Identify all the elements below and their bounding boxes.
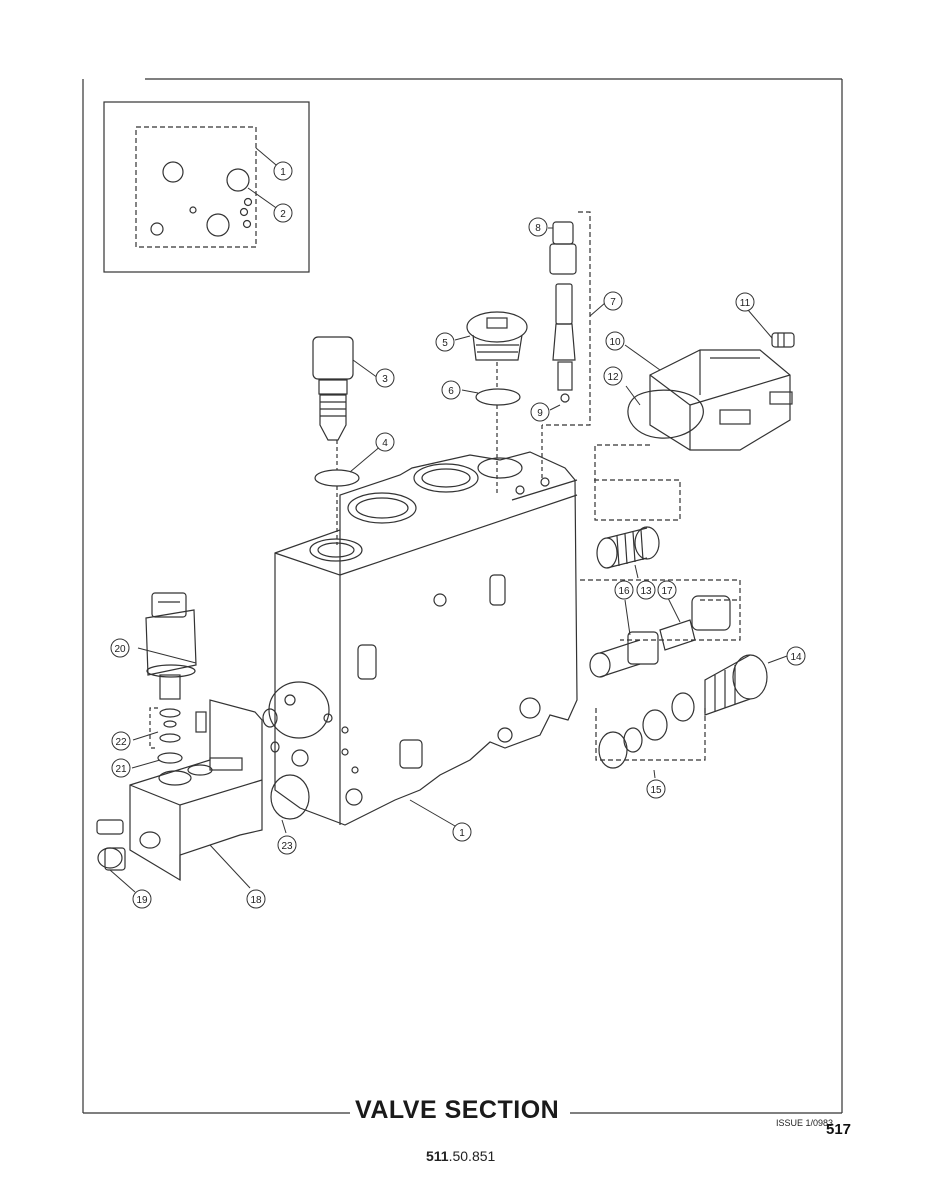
callout-9: 9	[530, 402, 550, 422]
document-code-bold: 511	[426, 1148, 449, 1164]
callout-18: 18	[246, 889, 266, 909]
callout-11: 11	[735, 292, 755, 312]
oring-4	[314, 469, 360, 487]
callout-23: 23	[277, 835, 297, 855]
callout-12: 12	[603, 366, 623, 386]
svg-text:17: 17	[661, 586, 673, 597]
cartridge-14	[704, 654, 768, 716]
ball-9	[560, 393, 570, 403]
callout-10: 10	[605, 331, 625, 351]
callout-7: 7	[603, 291, 623, 311]
document-code: 511.50.851	[426, 1148, 495, 1164]
callout-22: 22	[111, 731, 131, 751]
svg-text:5: 5	[442, 338, 448, 349]
gasket-12	[627, 389, 704, 439]
solenoid-20	[145, 592, 197, 700]
spring-13	[596, 526, 660, 569]
callout-14: 14	[786, 646, 806, 666]
svg-text:8: 8	[535, 223, 541, 234]
issue-label: ISSUE 1/0983	[776, 1118, 834, 1128]
screw-11	[771, 332, 795, 348]
svg-text:3: 3	[382, 374, 388, 385]
oring-6	[475, 388, 521, 406]
page-title: VALVE SECTION	[355, 1096, 560, 1124]
callout-20: 20	[110, 638, 130, 658]
svg-text:18: 18	[250, 895, 262, 906]
document-code-rest: .50.851	[448, 1148, 496, 1164]
seal-kit-orings	[150, 161, 253, 237]
svg-text:16: 16	[618, 586, 630, 597]
callout-5: 5	[435, 332, 455, 352]
plug-5	[466, 311, 528, 361]
valve-body	[274, 451, 578, 826]
svg-text:4: 4	[382, 438, 388, 449]
svg-text:23: 23	[281, 841, 293, 852]
callout-13: 13	[636, 580, 656, 600]
cover-10	[649, 349, 793, 451]
callout-6: 6	[441, 380, 461, 400]
svg-text:1: 1	[280, 167, 286, 178]
screw-side	[96, 819, 124, 835]
callout-19: 19	[132, 889, 152, 909]
spool-16-17	[589, 595, 731, 678]
svg-text:22: 22	[115, 737, 127, 748]
svg-text:21: 21	[115, 764, 127, 775]
svg-text:12: 12	[607, 372, 619, 383]
callout-15: 15	[646, 779, 666, 799]
callout-16: 16	[614, 580, 634, 600]
callout-2: 2	[273, 203, 293, 223]
svg-text:1: 1	[459, 828, 465, 839]
svg-text:20: 20	[114, 644, 126, 655]
seal-kit-inset-box	[103, 101, 310, 273]
callout-21: 21	[111, 758, 131, 778]
seal-plate-23	[262, 681, 330, 820]
svg-text:15: 15	[650, 785, 662, 796]
svg-text:10: 10	[609, 337, 621, 348]
manifold-block-18	[129, 699, 263, 882]
svg-text:19: 19	[136, 895, 148, 906]
svg-text:7: 7	[610, 297, 616, 308]
svg-text:13: 13	[640, 586, 652, 597]
svg-text:9: 9	[537, 408, 543, 419]
relief-valve-cartridge	[312, 336, 354, 441]
svg-text:2: 2	[280, 209, 286, 220]
seal-set-15	[595, 692, 706, 769]
orings-21-22	[149, 707, 183, 764]
callout-17: 17	[657, 580, 677, 600]
page-number: 517	[826, 1121, 852, 1138]
callout-3: 3	[375, 368, 395, 388]
callout-1-inset: 1	[273, 161, 293, 181]
plug-19	[97, 847, 126, 871]
svg-text:6: 6	[448, 386, 454, 397]
svg-text:14: 14	[790, 652, 802, 663]
cartridge-7-8	[549, 221, 577, 391]
seal-kit-dashed-outline	[135, 126, 257, 248]
callout-8: 8	[528, 217, 548, 237]
svg-text:11: 11	[740, 298, 751, 309]
callout-1-body: 1	[452, 822, 472, 842]
callout-4: 4	[375, 432, 395, 452]
leader-lines	[109, 147, 788, 893]
